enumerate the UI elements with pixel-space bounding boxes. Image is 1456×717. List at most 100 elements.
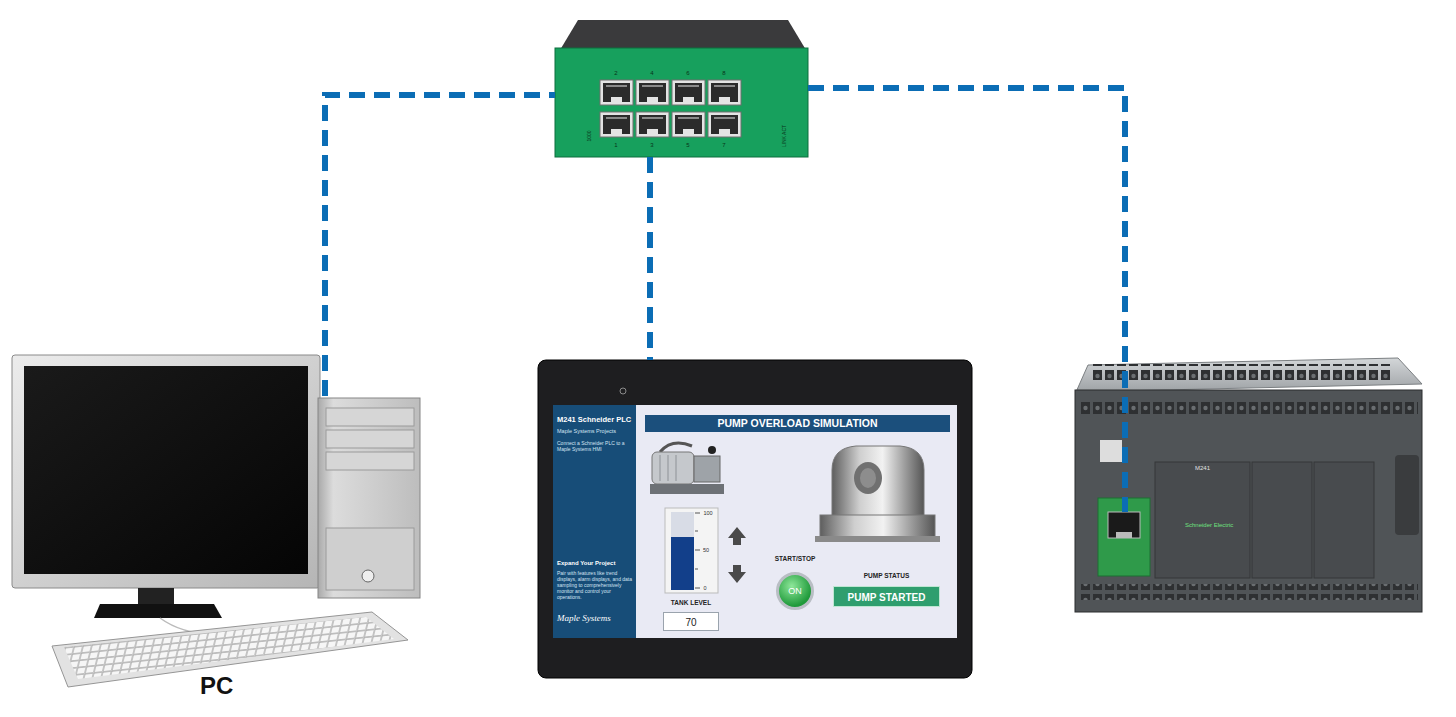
drive-bay xyxy=(326,452,414,470)
motor-fin xyxy=(668,455,669,481)
io-module xyxy=(1252,462,1312,578)
status-text: PUMP STARTED xyxy=(848,591,926,602)
hmi-sidebar: M241 Schneider PLC Maple Systems Projects… xyxy=(553,405,636,638)
port-number: 7 xyxy=(722,142,725,148)
gauge-tube xyxy=(671,512,694,590)
gauge-scale: 100 xyxy=(703,510,712,516)
project-subtitle: Maple Systems Projects xyxy=(557,428,633,435)
pc-illustration xyxy=(12,355,420,687)
io-module xyxy=(1314,462,1374,578)
qr-label xyxy=(1100,440,1122,462)
port-number: 2 xyxy=(614,70,617,76)
ethernet-port xyxy=(708,80,741,105)
monitor-frame xyxy=(12,355,320,588)
pc-tower xyxy=(318,398,420,598)
gauge-tick xyxy=(695,588,700,589)
pump-motor xyxy=(652,452,694,484)
monitor-screen xyxy=(24,366,308,574)
ethernet-port xyxy=(672,80,705,105)
gauge-scale: 0 xyxy=(703,585,706,591)
device-label: PC xyxy=(200,672,233,700)
down-arrow xyxy=(728,565,746,583)
button-heading: START/STOP xyxy=(775,555,816,562)
pump-head xyxy=(694,456,720,482)
relay-foot xyxy=(815,536,940,542)
display-value: 70 xyxy=(685,616,696,627)
gauge-tick xyxy=(695,569,698,570)
relay-hole xyxy=(854,462,882,494)
ethernet-port xyxy=(636,112,669,137)
power-button xyxy=(362,570,374,582)
plc-illustration xyxy=(1075,358,1422,612)
port-number: 4 xyxy=(650,70,653,76)
section-heading: Expand Your Project xyxy=(557,560,633,567)
relay-body xyxy=(832,446,924,520)
ethernet-port xyxy=(672,112,705,137)
pump-cap xyxy=(708,446,716,454)
project-title: M241 Schneider PLC xyxy=(557,416,633,425)
switch-front xyxy=(555,48,808,157)
pump-handle xyxy=(660,443,692,452)
button-text: ON xyxy=(788,586,802,596)
display-heading: TANK LEVEL xyxy=(671,599,711,606)
ethernet-port xyxy=(636,80,669,105)
rj45-port xyxy=(1108,512,1140,538)
terminal-strip xyxy=(1092,364,1392,380)
hmi-panel: PUMP OVERLOAD SIMULATION M241 Schneider P… xyxy=(538,360,972,678)
terminal-strip xyxy=(1080,584,1418,600)
pump-status-indicator: PUMP STATUSPUMP STARTED xyxy=(833,586,940,607)
hmi-bezel xyxy=(538,360,972,678)
gauge-tick xyxy=(695,513,700,514)
ethernet-port xyxy=(600,112,633,137)
port-speed-label: 1000 xyxy=(586,130,592,141)
port-number: 6 xyxy=(686,70,689,76)
ethernet-port xyxy=(708,112,741,137)
cpu-module xyxy=(1155,462,1250,578)
project-note: Connect a Schneider PLC to a Maple Syste… xyxy=(557,440,633,452)
ethernet-port xyxy=(600,80,633,105)
terminal-strip xyxy=(1080,398,1418,414)
port-number: 5 xyxy=(686,142,689,148)
hmi-screen xyxy=(553,405,957,638)
drive-bay xyxy=(326,408,414,426)
ethernet-cable xyxy=(808,88,1125,372)
gauge-scale: 50 xyxy=(703,547,709,553)
network-switch: 1000 LINK ACT xyxy=(555,48,808,157)
tower-panel xyxy=(326,528,414,590)
gauge-frame xyxy=(665,508,718,593)
status-heading: PUMP STATUS xyxy=(864,572,910,579)
keyboard-keys xyxy=(64,617,394,679)
tank-level-display: TANK LEVEL70 xyxy=(663,612,719,631)
port-number: 8 xyxy=(722,70,725,76)
power-icon xyxy=(620,388,626,394)
up-arrow xyxy=(728,527,746,545)
gauge-tick xyxy=(695,531,698,532)
link-act-label: LINK ACT xyxy=(781,125,787,147)
cable-into-port xyxy=(1122,372,1128,512)
motor-fin xyxy=(660,455,661,481)
end-cap xyxy=(1395,455,1419,535)
pump-base xyxy=(650,484,724,494)
port-number: 3 xyxy=(650,142,653,148)
relay-hole-inner xyxy=(860,468,876,488)
switch-top xyxy=(560,20,806,50)
brand-logo: Maple Systems xyxy=(557,613,633,623)
relay-base xyxy=(820,515,935,537)
gauge-fill xyxy=(671,537,694,590)
section-body: Pair with features like trend displays, … xyxy=(557,570,633,600)
hmi-illustration xyxy=(538,360,972,678)
monitor-base xyxy=(94,604,222,618)
plc-controller: M241Schneider Electric xyxy=(1075,372,1425,612)
screen-title: PUMP OVERLOAD SIMULATION xyxy=(645,415,950,432)
drive-bay xyxy=(326,430,414,448)
start-stop-button: START/STOPON xyxy=(776,572,814,610)
switch-illustration xyxy=(555,20,808,157)
ethernet-cable xyxy=(325,95,555,396)
gauge-tick xyxy=(695,550,700,551)
ethernet-cable xyxy=(647,157,653,360)
model-label: M241 xyxy=(1195,465,1210,471)
